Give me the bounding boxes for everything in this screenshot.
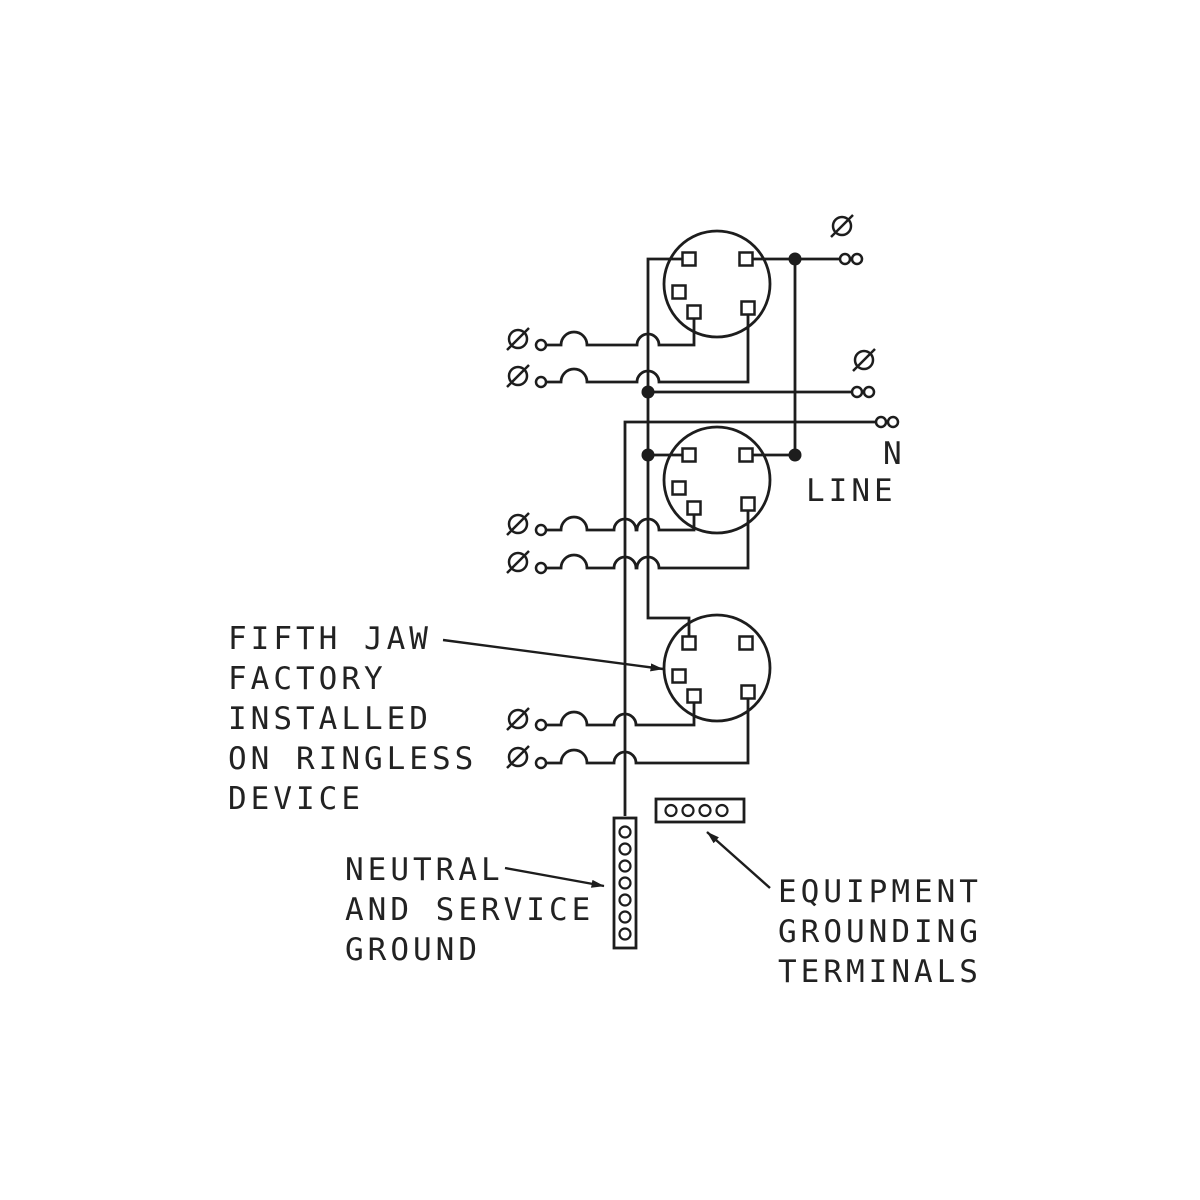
load-wire-3b [546, 699, 750, 765]
phase-icon [506, 745, 530, 769]
load-wire-2b [546, 511, 750, 570]
meter-jaw-load-left [686, 304, 702, 320]
phase-icon [506, 550, 530, 574]
meter-jaw-line-left [681, 251, 697, 267]
annotations: FIFTH JAW FACTORY INSTALLED ON RINGLESS … [228, 436, 982, 990]
line-terminal [850, 385, 864, 399]
neutral-note-line: AND SERVICE [345, 892, 594, 928]
meter-socket-top [662, 229, 772, 339]
load-circuit-wiring [546, 315, 750, 765]
meter-jaw-line-left [681, 447, 697, 463]
meter-jaw-line-right [738, 447, 754, 463]
meter-fifth-jaw [671, 284, 687, 300]
meter-jaw-line-right [738, 635, 754, 651]
meter-jaw-load-right [740, 496, 756, 512]
line-terminals-label: LINE [806, 473, 897, 509]
phase-icon [506, 707, 530, 731]
equipment-note-line: EQUIPMENT [778, 874, 982, 910]
equipment-grounding-strip [654, 797, 746, 824]
phase-symbols [506, 214, 876, 769]
neutral-wire [623, 420, 875, 816]
neutral-bus-hole [618, 825, 632, 839]
meter-fifth-jaw [671, 668, 687, 684]
junction-dot [788, 252, 802, 266]
fifth-jaw-leader-arrow [442, 638, 664, 672]
equipment-leader-arrow [706, 831, 771, 889]
terminals [534, 252, 900, 770]
neutral-leader-arrow [504, 866, 605, 888]
load-wire-1b [546, 315, 750, 384]
junction-dot [641, 448, 655, 462]
neutral-bus-hole [618, 893, 632, 907]
load-terminal [534, 718, 548, 732]
ground-terminal-hole [681, 803, 695, 818]
ground-terminal-hole [698, 803, 712, 818]
fifth-jaw-note-line: INSTALLED [228, 701, 432, 737]
phase-icon [852, 348, 876, 372]
ground-terminal-hole [664, 803, 678, 818]
phase-icon [506, 327, 530, 351]
meter-jaw-line-right [738, 251, 754, 267]
meter-socket-middle [662, 425, 772, 535]
fifth-jaw-note-line: FIFTH JAW [228, 621, 432, 657]
load-wire-2a [546, 515, 696, 532]
equipment-note-line: TERMINALS [778, 954, 982, 990]
meter-jaw-load-left [686, 500, 702, 516]
neutral-bus-hole [618, 859, 632, 873]
neutral-terminal-label: N [883, 436, 906, 472]
fifth-jaw-note-line: ON RINGLESS [228, 741, 477, 777]
meter-jaw-load-right [740, 684, 756, 700]
meter-socket-outline [662, 229, 772, 339]
neutral-bus-hole [618, 927, 632, 941]
neutral-note-line: NEUTRAL [345, 852, 504, 888]
junction-dots [641, 252, 802, 462]
load-terminal [534, 375, 548, 389]
junction-dot [788, 448, 802, 462]
bus-wiring [623, 257, 875, 816]
load-terminal [534, 523, 548, 537]
meter-jaw-load-right [740, 300, 756, 316]
load-terminal [534, 338, 548, 352]
load-wire-1a [546, 319, 696, 347]
neutral-bus-hole [618, 910, 632, 924]
phase-icon [506, 364, 530, 388]
neutral-bus-hole [618, 842, 632, 856]
ground-terminal-hole [715, 803, 729, 818]
neutral-line-terminal [874, 415, 888, 429]
neutral-service-ground-bus [612, 816, 638, 950]
meter-jaw-load-left [686, 688, 702, 704]
meter-fifth-jaw [671, 480, 687, 496]
line-terminal [838, 252, 852, 266]
neutral-note-line: GROUND [345, 932, 481, 968]
neutral-line-terminal [886, 415, 900, 429]
phase-icon [506, 512, 530, 536]
meter-socket-bottom [662, 613, 772, 723]
fifth-jaw-note-line: FACTORY [228, 661, 387, 697]
meter-socket-outline [662, 425, 772, 535]
fifth-jaw-note-line: DEVICE [228, 781, 364, 817]
neutral-bus-hole [618, 876, 632, 890]
line-terminal [862, 385, 876, 399]
load-terminal [534, 561, 548, 575]
equipment-note-line: GROUNDING [778, 914, 982, 950]
meter-jaw-line-left [681, 635, 697, 651]
load-wire-3a [546, 703, 696, 727]
leader-arrows [442, 638, 771, 889]
meter-socket-outline [662, 613, 772, 723]
load-terminal [534, 756, 548, 770]
junction-dot [641, 385, 655, 399]
phase-icon [830, 214, 854, 238]
line-terminal [850, 252, 864, 266]
